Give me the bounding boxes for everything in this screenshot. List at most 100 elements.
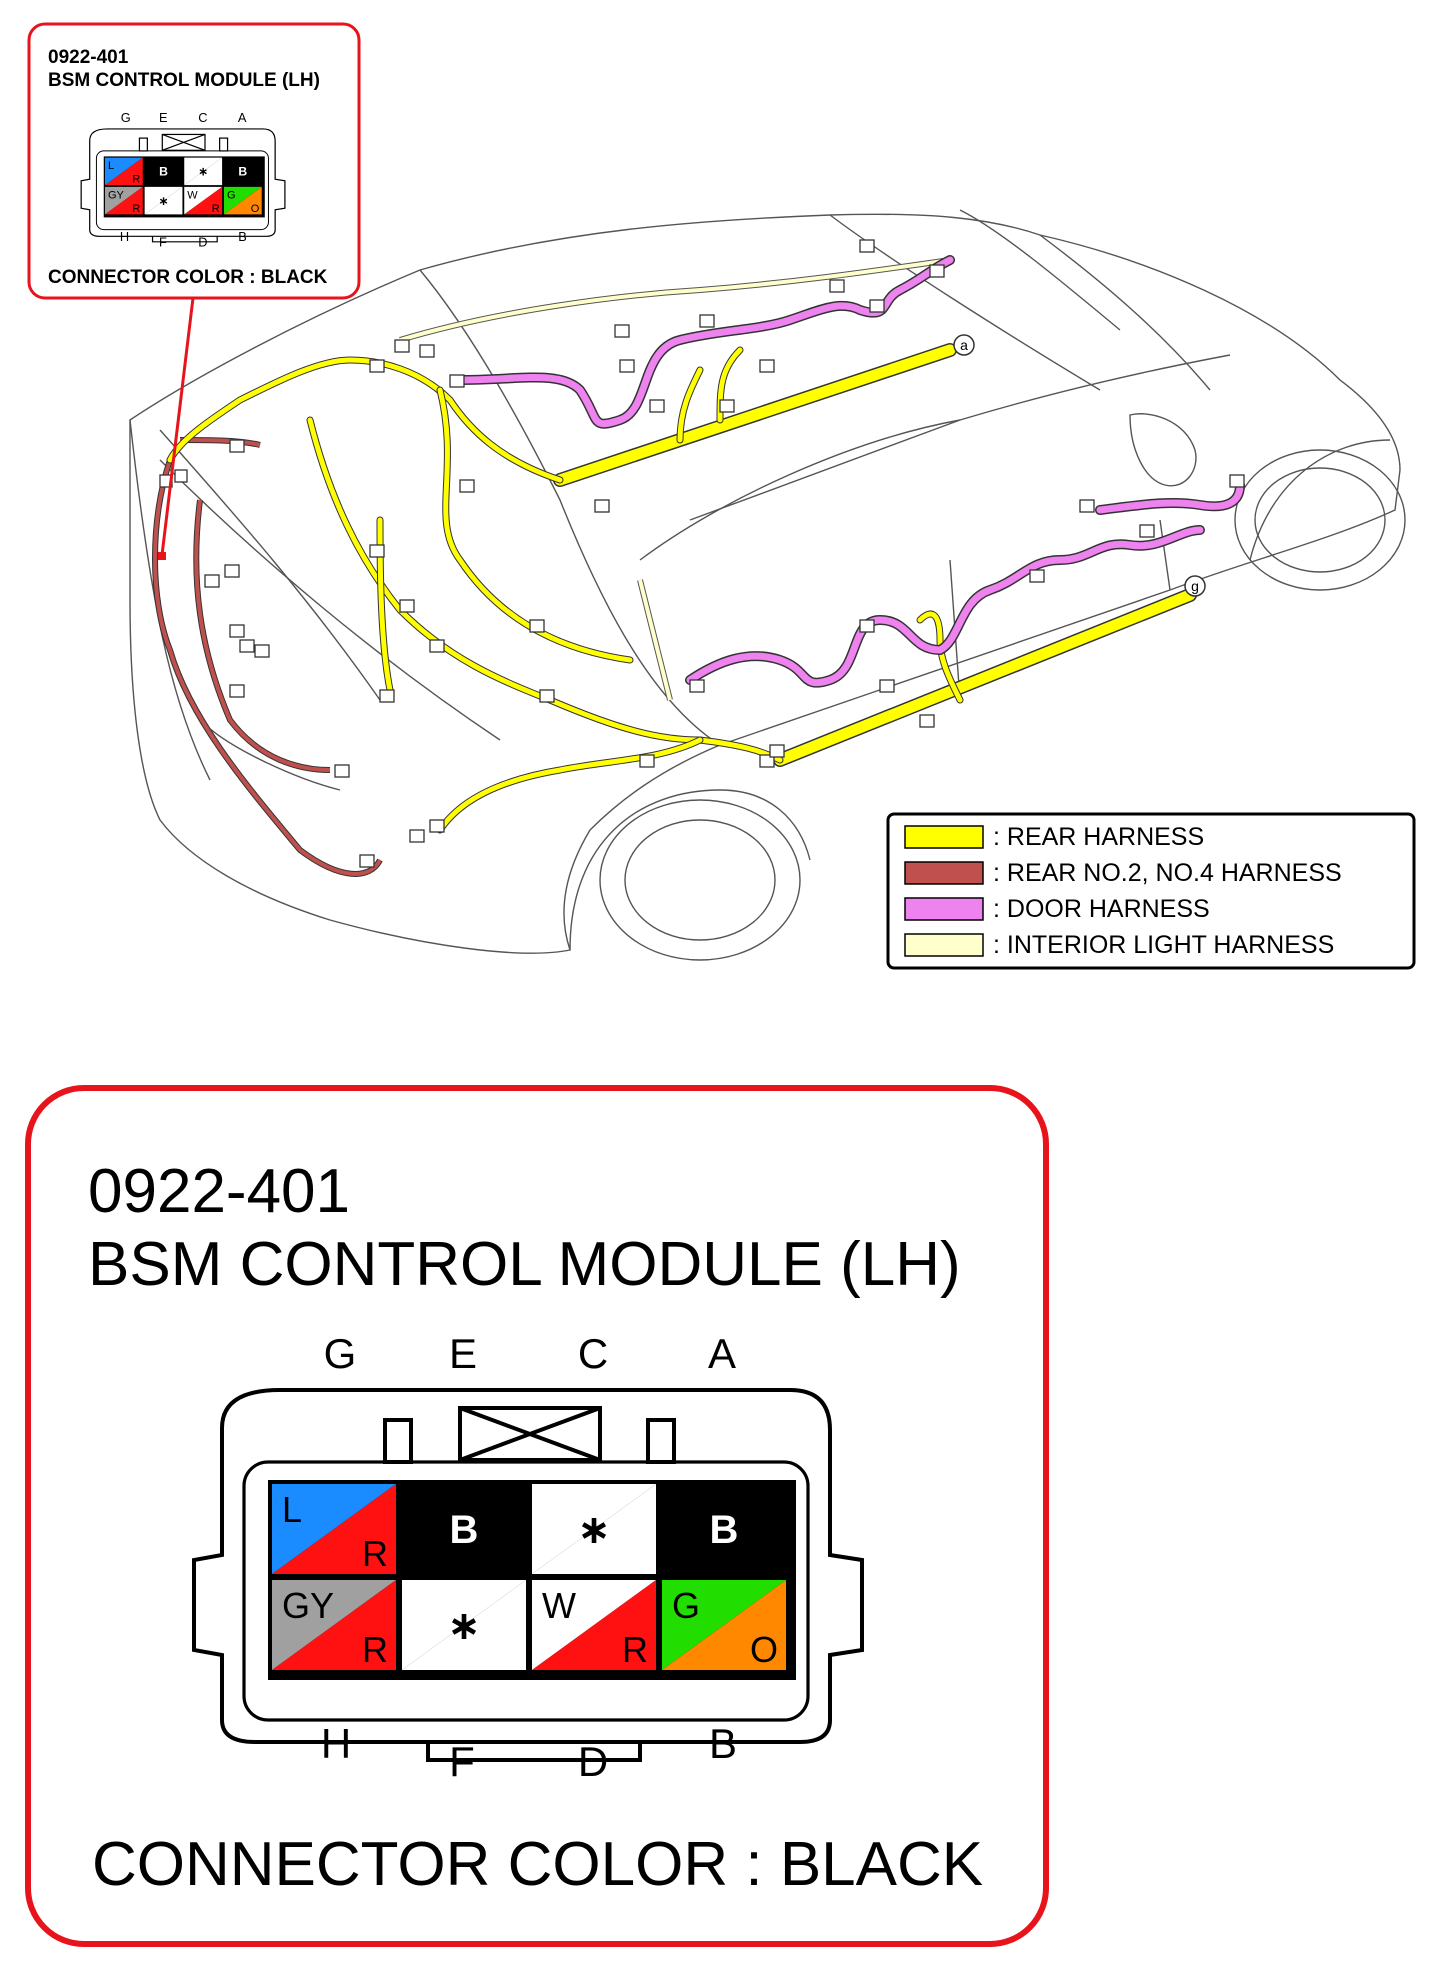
small-bottom-letter-d: D: [198, 235, 207, 250]
large-pin-b: GO: [662, 1580, 786, 1670]
small-top-letter-g: G: [121, 110, 131, 125]
small-bottom-letter-h: H: [120, 229, 129, 244]
small-pin-e: B: [144, 157, 183, 186]
marker-a: a: [953, 334, 975, 356]
legend-label-interior: : INTERIOR LIGHT HARNESS: [993, 931, 1334, 959]
svg-text:G: G: [672, 1585, 700, 1626]
small-pin-d: WR: [184, 186, 223, 215]
small-tab-left: [138, 137, 148, 152]
svg-text:O: O: [750, 1629, 778, 1670]
large-tab-right: [646, 1418, 676, 1464]
large-bottom-letter-b: B: [709, 1720, 737, 1767]
large-lock-cross: [459, 1406, 601, 1462]
svg-text:∗: ∗: [447, 1604, 481, 1648]
svg-text:R: R: [362, 1629, 388, 1670]
svg-text:B: B: [159, 165, 168, 179]
legend-label-rear-no2: : REAR NO.2, NO.4 HARNESS: [993, 859, 1342, 887]
svg-text:L: L: [282, 1489, 302, 1530]
legend-label-rear: : REAR HARNESS: [993, 823, 1204, 851]
legend-swatch-rear-no2: [904, 861, 984, 885]
legend-item-interior: : INTERIOR LIGHT HARNESS: [904, 931, 1334, 959]
svg-text:∗: ∗: [158, 194, 168, 208]
large-top-letter-e: E: [449, 1330, 477, 1377]
svg-text:B: B: [450, 1508, 479, 1552]
legend-swatch-interior: [904, 933, 984, 957]
car-body: [129, 209, 1406, 961]
large-pin-e: B: [402, 1484, 526, 1574]
small-pin-f: ∗: [144, 186, 183, 215]
rear-harness: [166, 343, 1197, 834]
large-pin-d: WR: [532, 1580, 656, 1670]
svg-text:R: R: [622, 1629, 648, 1670]
marker-g: g: [1184, 575, 1206, 597]
small-pin-g: LR: [104, 157, 143, 186]
svg-text:W: W: [187, 189, 198, 201]
svg-text:R: R: [132, 174, 140, 186]
large-top-letter-a: A: [708, 1330, 736, 1377]
small-top-letter-a: A: [238, 110, 247, 125]
svg-text:G: G: [227, 189, 236, 201]
large-bottom-key: [426, 1742, 642, 1762]
large-pin-g: LR: [272, 1484, 396, 1574]
large-connector-name: BSM CONTROL MODULE (LH): [88, 1230, 961, 1299]
large-pin-h: GY R: [272, 1580, 396, 1670]
rear-no2-no4-harness: [152, 437, 383, 877]
svg-text:R: R: [212, 203, 220, 215]
small-lock-cross: [162, 133, 206, 151]
legend-swatch-door: [904, 897, 984, 921]
small-tab-right: [219, 137, 229, 152]
svg-text:∗: ∗: [198, 165, 208, 179]
small-pin-h: GY R: [104, 186, 143, 215]
small-connector-name: BSM CONTROL MODULE (LH): [48, 70, 320, 91]
small-connector-code: 0922-401: [48, 47, 129, 68]
svg-text:GY: GY: [282, 1585, 334, 1626]
svg-text:GY: GY: [108, 189, 125, 201]
large-tab-left: [383, 1418, 413, 1464]
large-pin-a: B: [662, 1484, 786, 1574]
callout-line: [160, 297, 195, 556]
harness-connectors: [159, 239, 1245, 868]
legend: : REAR HARNESS : REAR NO.2, NO.4 HARNESS…: [886, 812, 1416, 970]
svg-text:W: W: [542, 1585, 576, 1626]
large-connector-color: CONNECTOR COLOR : BLACK: [92, 1830, 983, 1899]
legend-swatch-rear: [904, 825, 984, 849]
small-connector-color: CONNECTOR COLOR : BLACK: [48, 267, 328, 288]
svg-text:B: B: [238, 165, 247, 179]
small-inner-frame: [95, 150, 269, 231]
door-harness: [455, 255, 1245, 688]
svg-text:L: L: [108, 160, 114, 172]
small-pin-b: GO: [223, 186, 262, 215]
large-bottom-letter-h: H: [321, 1720, 351, 1767]
small-bottom-letter-b: B: [238, 229, 247, 244]
legend-item-rear: : REAR HARNESS: [904, 823, 1204, 851]
small-pin-a: B: [223, 157, 262, 186]
legend-label-door: : DOOR HARNESS: [993, 895, 1210, 923]
large-top-letter-g: G: [324, 1330, 357, 1377]
svg-text:∗: ∗: [577, 1508, 611, 1552]
large-bottom-letter-d: D: [578, 1738, 608, 1785]
interior-light-harness: [399, 257, 951, 701]
large-top-letter-c: C: [578, 1330, 608, 1377]
large-pin-c: ∗: [532, 1484, 656, 1574]
small-pin-c: ∗: [184, 157, 223, 186]
large-pin-f: ∗: [402, 1580, 526, 1670]
marker-a-label: a: [960, 337, 968, 353]
small-top-letter-c: C: [198, 110, 207, 125]
large-bottom-letter-f: F: [449, 1738, 475, 1785]
svg-text:O: O: [251, 203, 260, 215]
legend-item-door: : DOOR HARNESS: [904, 895, 1210, 923]
large-connector-code: 0922-401: [88, 1157, 350, 1226]
marker-g-label: g: [1191, 578, 1199, 594]
svg-text:B: B: [710, 1508, 739, 1552]
svg-text:R: R: [132, 203, 140, 215]
small-bottom-key: [151, 236, 218, 243]
legend-item-rear-no2: : REAR NO.2, NO.4 HARNESS: [904, 859, 1342, 887]
small-bottom-letter-f: F: [159, 235, 167, 250]
small-top-letter-e: E: [159, 110, 168, 125]
svg-text:R: R: [362, 1533, 388, 1574]
